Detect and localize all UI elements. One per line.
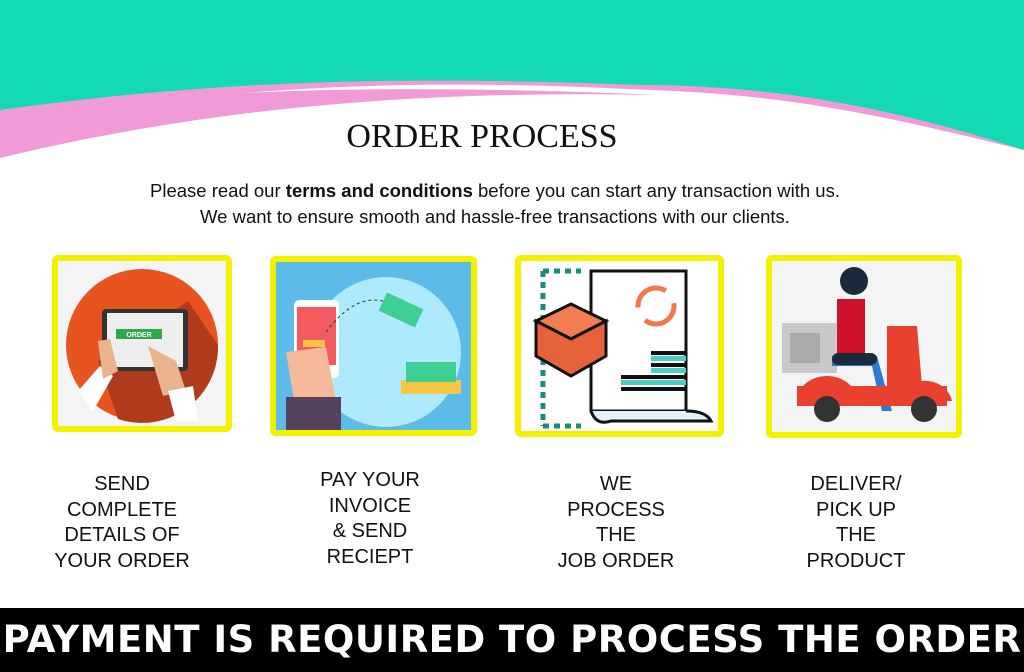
terms-link[interactable]: terms and conditions <box>285 180 473 201</box>
intro-line-2: We want to ensure smooth and hassle-free… <box>200 206 790 227</box>
step-3-label: WE PROCESS THE JOB ORDER <box>557 473 675 572</box>
step-4-label: DELIVER/ PICK UP THE PRODUCT <box>806 473 906 572</box>
intro-line-1: Please read our terms and conditions bef… <box>150 180 840 201</box>
step-2-illustration <box>270 256 477 436</box>
process-box-document-icon <box>521 261 718 431</box>
delivery-scooter-icon <box>772 261 956 432</box>
svg-text:ORDER: ORDER <box>126 332 151 339</box>
step-1-label: SEND COMPLETE DETAILS OF YOUR ORDER <box>54 473 190 572</box>
payment-notice-banner: PAYMENT IS REQUIRED TO PROCESS THE ORDER <box>0 608 1024 672</box>
step-3-illustration <box>515 255 724 437</box>
step-1-illustration: ORDER <box>52 255 232 432</box>
tablet-order-icon: ORDER <box>58 261 226 426</box>
mobile-payment-icon <box>276 262 471 430</box>
page-title: ORDER PROCESS <box>346 118 618 155</box>
step-4-illustration <box>766 255 962 438</box>
step-2-label: PAY YOUR INVOICE & SEND RECIEPT <box>320 469 420 568</box>
